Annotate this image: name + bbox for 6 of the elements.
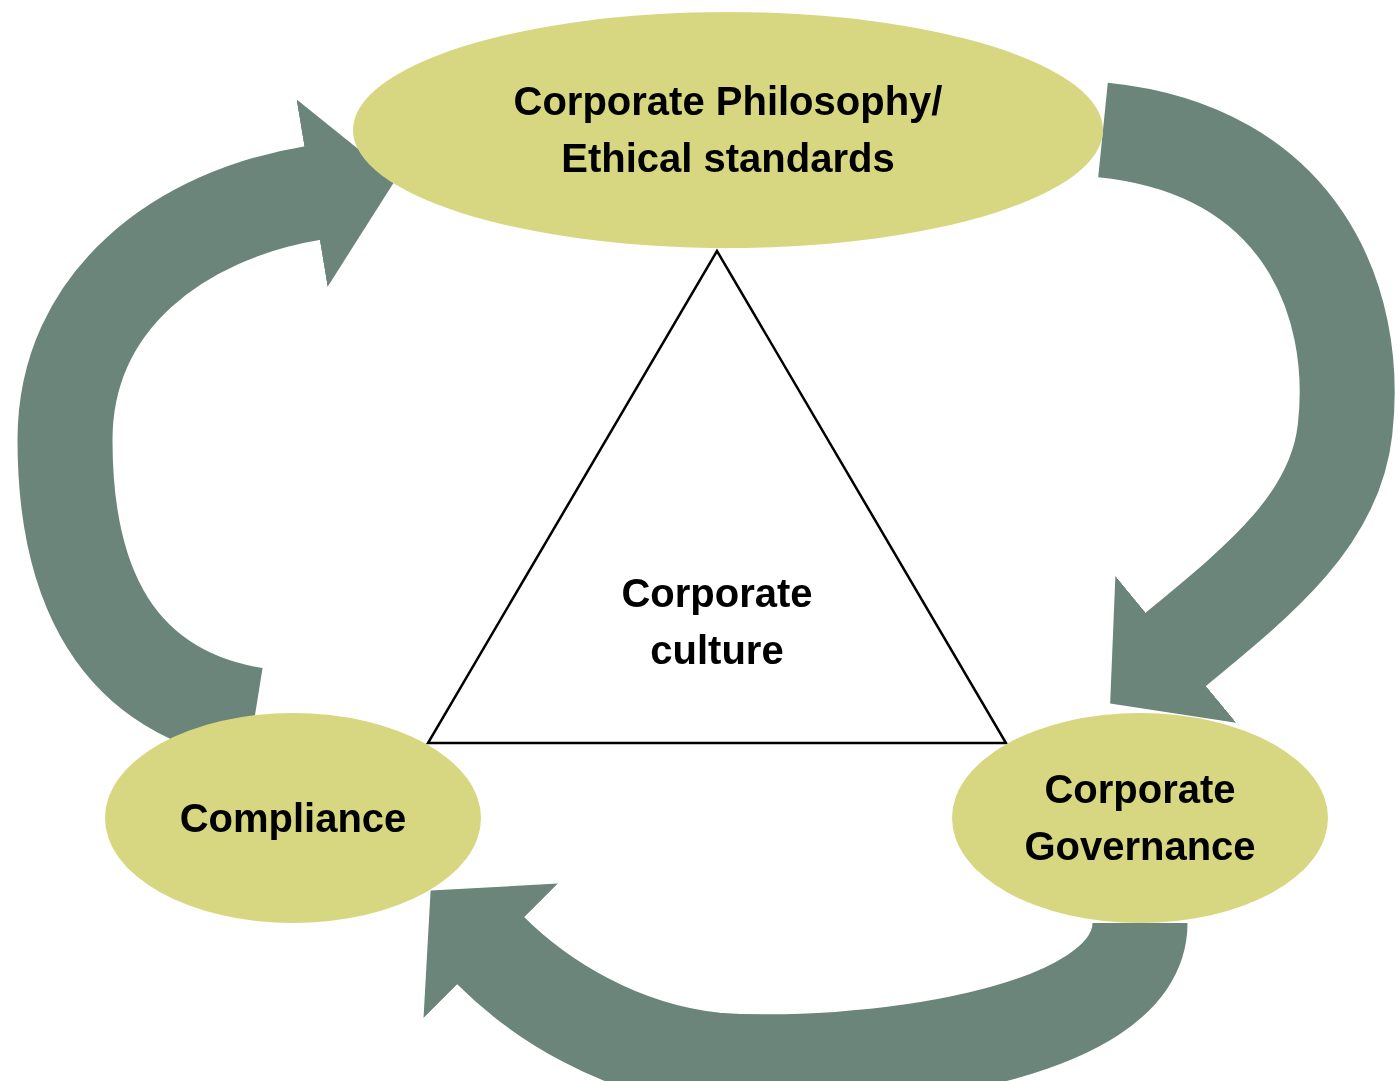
- node-label: Corporate Philosophy/ Ethical standards: [512, 78, 944, 182]
- node-label: Compliance: [179, 794, 407, 842]
- node-label: Corporate culture: [620, 570, 814, 674]
- curved-arrow: [1095, 83, 1395, 723]
- node-label: Corporate Governance: [1023, 766, 1257, 870]
- curved-arrow: [425, 881, 1187, 1081]
